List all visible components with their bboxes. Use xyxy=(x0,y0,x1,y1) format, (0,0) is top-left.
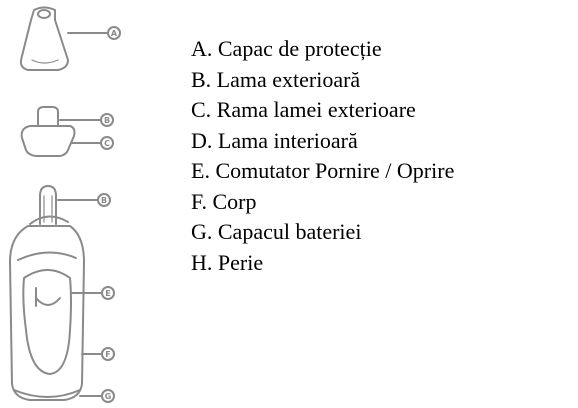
callout-letter-a: A xyxy=(111,29,118,38)
parts-legend: A. Capac de protecție B. Lama exterioară… xyxy=(191,34,454,278)
trimmer-body-drawing xyxy=(9,185,115,403)
trimmer-parts-illustration: A B C B E F G xyxy=(9,6,121,403)
protective-cap-drawing xyxy=(19,6,121,71)
legend-item-g: G. Capacul bateriei xyxy=(191,219,362,244)
callout-letter-b-lower: B xyxy=(101,196,107,205)
callout-letter-b: B xyxy=(104,116,110,125)
callout-circle-f xyxy=(101,347,115,361)
callout-circle-c xyxy=(100,136,114,150)
callout-letter-c: C xyxy=(104,139,110,148)
legend-item-c: C. Rama lamei exterioare xyxy=(191,97,416,122)
legend-item-h: H. Perie xyxy=(191,249,264,275)
outer-blade-drawing xyxy=(20,106,114,157)
legend-item-a: A. Capac de protecție xyxy=(191,36,382,61)
callout-circle-g xyxy=(101,389,115,403)
callout-circle-b-lower xyxy=(97,193,111,207)
callout-letter-f: F xyxy=(105,350,110,359)
legend-item-e: E. Comutator Pornire / Oprire xyxy=(191,158,455,183)
callout-circle-a xyxy=(107,26,121,40)
callout-letter-e: E xyxy=(105,289,110,298)
callout-circle-b-upper xyxy=(100,113,114,127)
legend-item-d: D. Lama interioară xyxy=(191,127,358,153)
legend-item-b: B. Lama exterioară xyxy=(191,66,361,92)
callout-letter-g: G xyxy=(105,392,112,401)
legend-item-f: F. Corp xyxy=(191,188,257,214)
callout-circle-e xyxy=(101,286,115,300)
